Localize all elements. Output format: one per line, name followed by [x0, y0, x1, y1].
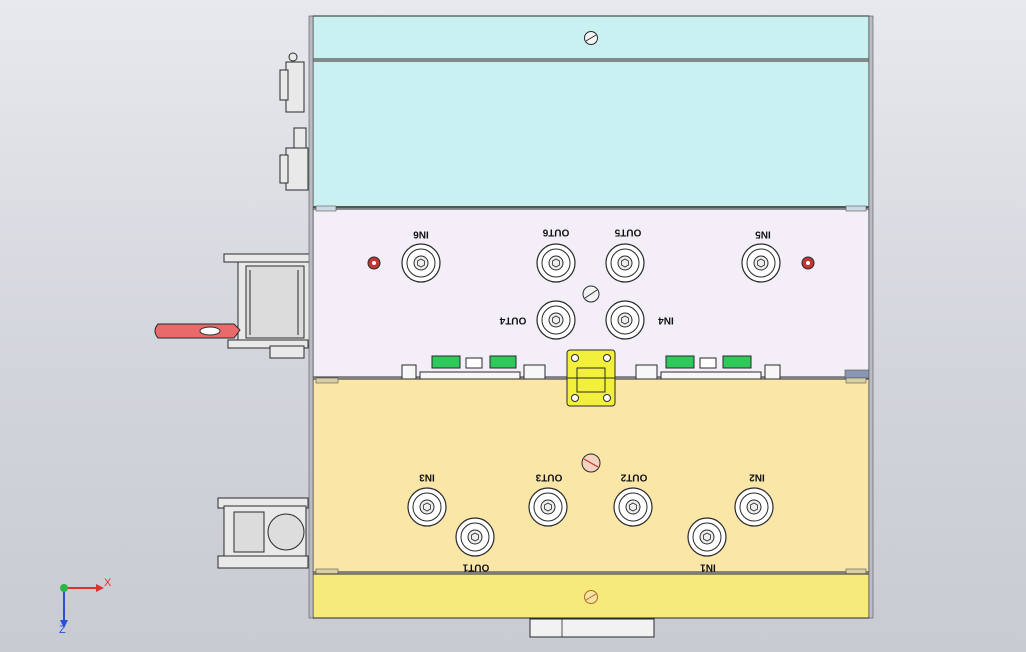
top-block [312, 15, 870, 208]
port-in1 [687, 517, 727, 557]
red-pin-icon [801, 256, 815, 270]
port-in5 [741, 243, 781, 283]
coordinate-triad: X Z [59, 577, 112, 636]
axis-x-label: X [104, 577, 112, 589]
label-in6: IN6 [413, 228, 429, 239]
bottom-screw-icon [581, 453, 601, 473]
top-body [312, 60, 870, 208]
red-pin-icon [367, 256, 381, 270]
label-in1: IN1 [700, 561, 716, 572]
port-out1 [455, 517, 495, 557]
bottom-body [312, 378, 870, 573]
left-fittings [217, 52, 313, 569]
port-in4 [605, 300, 645, 340]
label-in5: IN5 [755, 228, 771, 239]
port-out6 [536, 243, 576, 283]
hinge [566, 349, 616, 407]
cap-screw-icon [584, 590, 598, 604]
port-in6 [401, 243, 441, 283]
middle-block: IN6 OUT6 OUT5 IN5 OUT4 IN4 [312, 205, 870, 391]
port-in3 [407, 487, 447, 527]
label-in3: IN3 [419, 471, 435, 482]
label-out2: OUT2 [620, 471, 647, 482]
lever-handle [154, 323, 241, 339]
port-out4 [536, 300, 576, 340]
label-in2: IN2 [749, 471, 765, 482]
label-out1: OUT1 [462, 561, 489, 572]
top-screw-icon [584, 31, 598, 45]
bottom-block: IN3 OUT3 OUT2 IN2 OUT1 IN1 [312, 377, 870, 575]
label-in4: IN4 [658, 314, 674, 325]
port-in2 [734, 487, 774, 527]
port-out5 [605, 243, 645, 283]
port-out2 [613, 487, 653, 527]
axis-z-label: Z [59, 624, 66, 636]
label-out6: OUT6 [542, 226, 569, 237]
label-out3: OUT3 [535, 471, 562, 482]
middle-screw-icon [582, 285, 600, 303]
label-out4: OUT4 [499, 314, 526, 325]
bottom-cap [312, 573, 870, 638]
port-out3 [528, 487, 568, 527]
label-out5: OUT5 [614, 226, 641, 237]
